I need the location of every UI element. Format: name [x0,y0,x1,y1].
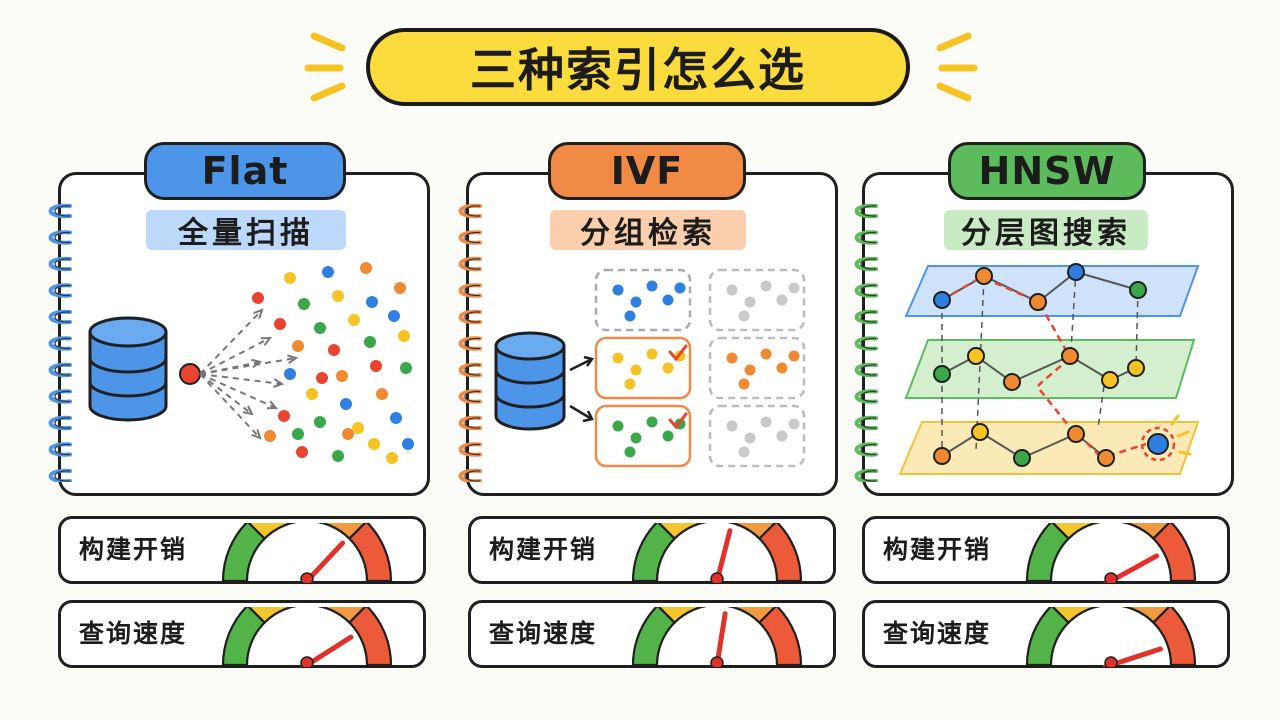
graph-nodes [933,263,1147,467]
hnsw-query-speed-row: 查询速度 [862,600,1230,668]
query-speed-label: 查询速度 [883,619,992,648]
flat-name-tab: Flat [144,142,346,200]
hnsw-build-cost-gauge [1025,523,1197,583]
flat-build-cost-gauge [221,523,393,583]
build-cost-label: 构建开销 [883,535,992,564]
flat-notebook-rings-icon [48,203,72,482]
target-point [1147,433,1169,455]
database-icon [88,316,168,422]
ivf-query-speed-row: 查询速度 [468,600,836,668]
ivf-notebook-rings-icon [458,203,482,482]
ivf-subtitle: 分组检索 [550,210,746,251]
title-banner: 三种索引怎么选 [360,22,920,114]
vector-dots [252,262,414,464]
title-rays-right-icon [936,32,978,102]
cluster-grid [594,268,806,468]
hnsw-subtitle: 分层图搜索 [944,210,1148,251]
hnsw-notebook-rings-icon [854,203,878,482]
ivf-build-cost-gauge [631,523,803,583]
ivf-query-speed-gauge [631,607,803,667]
ivf-name-tab: IVF [548,142,746,200]
flat-build-cost-row: 构建开销 [58,516,426,584]
build-cost-label: 构建开销 [79,535,188,564]
hnsw-query-speed-gauge [1025,607,1197,667]
hnsw-illustration [898,263,1200,475]
ivf-illustration [494,268,806,468]
flat-illustration [88,262,414,464]
query-point [179,363,201,385]
ivf-build-cost-row: 构建开销 [468,516,836,584]
query-speed-label: 查询速度 [489,619,598,648]
flat-subtitle: 全量扫描 [146,210,346,251]
page-title: 三种索引怎么选 [366,28,910,106]
flat-query-speed-row: 查询速度 [58,600,426,668]
database-icon [494,331,566,431]
query-speed-label: 查询速度 [79,619,188,648]
build-cost-label: 构建开销 [489,535,598,564]
flat-query-speed-gauge [221,607,393,667]
hnsw-name-tab: HNSW [948,142,1146,200]
title-rays-left-icon [304,32,346,102]
hnsw-build-cost-row: 构建开销 [862,516,1230,584]
scan-arrows [199,308,299,440]
